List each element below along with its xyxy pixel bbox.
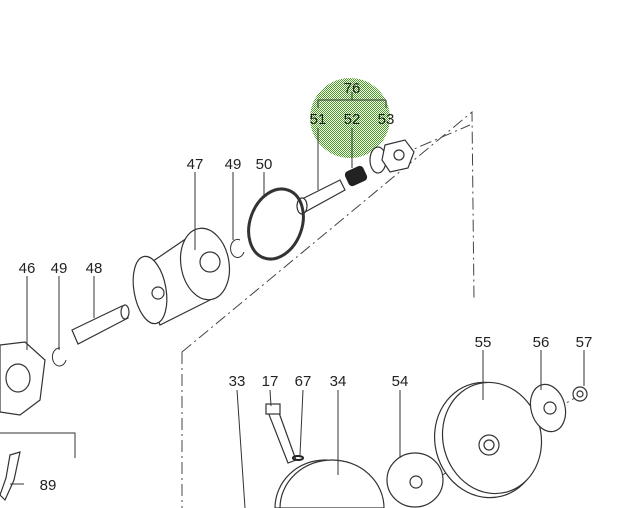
- part-46-housing: [0, 341, 46, 416]
- axis-line: [399, 124, 471, 156]
- label-56: 56: [533, 334, 550, 351]
- label-51: 51: [310, 111, 327, 128]
- part-50-oring: [247, 187, 305, 261]
- part-51-pin: [296, 179, 346, 215]
- part-54-disc: [386, 452, 444, 508]
- part-53-nut: [369, 139, 415, 174]
- leader-76: [317, 92, 387, 190]
- label-47: 47: [187, 156, 204, 173]
- label-46: 46: [19, 260, 36, 277]
- label-49-upper: 49: [225, 156, 242, 173]
- part-89-fitting: [0, 451, 21, 502]
- label-52: 52: [344, 111, 361, 128]
- label-50: 50: [256, 156, 273, 173]
- part-49-clip-lower: [51, 347, 67, 367]
- assembly-boundary-upper: [181, 110, 475, 508]
- part-17-screw: [265, 403, 297, 464]
- label-89: 89: [40, 477, 57, 494]
- leader-89-bracket: [0, 432, 76, 458]
- part-52-spring: [344, 165, 368, 187]
- label-17: 17: [262, 373, 279, 390]
- part-47-cylinder: [132, 227, 231, 326]
- part-57-nut: [572, 386, 588, 402]
- label-53: 53: [378, 111, 395, 128]
- leader-lines: [10, 172, 585, 508]
- label-34: 34: [330, 373, 347, 390]
- label-67: 67: [295, 373, 312, 390]
- part-55-wheel: [433, 381, 543, 499]
- label-33: 33: [229, 373, 246, 390]
- label-48: 48: [86, 260, 103, 277]
- part-67-oring: [292, 455, 304, 461]
- label-49-lower: 49: [51, 260, 68, 277]
- label-54: 54: [392, 373, 409, 390]
- part-49-clip-upper: [230, 238, 245, 258]
- label-76: 76: [344, 80, 361, 97]
- highlight-marker: [310, 78, 390, 158]
- part-56-washer: [529, 383, 567, 433]
- label-55: 55: [475, 334, 492, 351]
- part-34-plate: [274, 459, 385, 508]
- part-48-pin: [71, 304, 130, 345]
- label-57: 57: [576, 334, 593, 351]
